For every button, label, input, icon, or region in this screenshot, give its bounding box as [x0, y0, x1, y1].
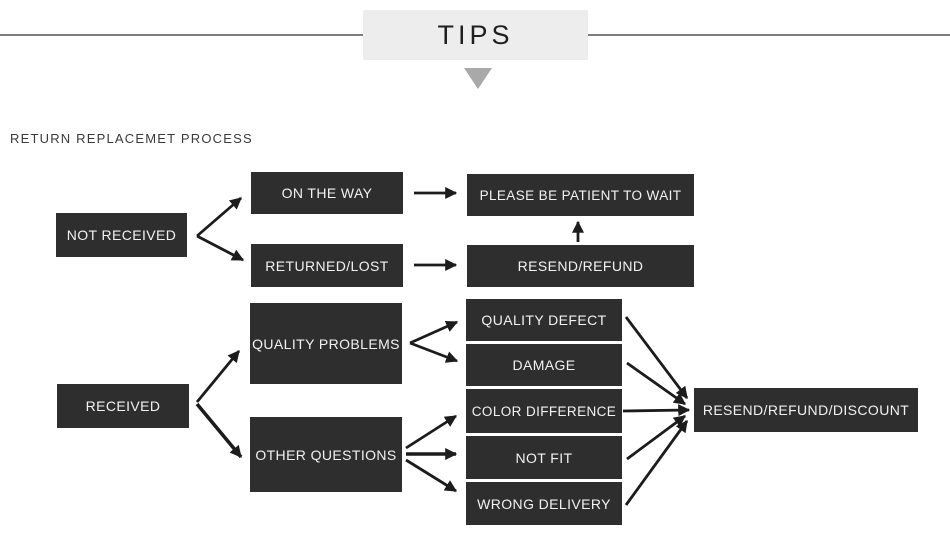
- node-on-the-way: ON THE WAY: [251, 172, 403, 214]
- arrow-not-received-to-returned-lost: [196, 234, 245, 262]
- node-quality-problems: QUALITY PROBLEMS: [250, 303, 402, 384]
- node-damage: DAMAGE: [466, 344, 622, 386]
- node-not-received: NOT RECEIVED: [56, 213, 187, 257]
- arrow-other-questions-to-wrong-delivery: [405, 458, 458, 493]
- tips-banner: TIPS: [363, 10, 588, 60]
- node-please-be-patient-to-wait: PLEASE BE PATIENT TO WAIT: [467, 174, 694, 216]
- node-wrong-delivery: WRONG DELIVERY: [466, 482, 622, 525]
- arrow-not-received-to-on-the-way: [196, 196, 242, 238]
- arrow-damage-to-final: [626, 361, 686, 406]
- arrow-not-fit-to-final: [626, 414, 686, 461]
- arrow-received-to-quality-problems: [195, 350, 241, 403]
- arrow-received-to-other-questions: [195, 402, 243, 459]
- node-returned-lost: RETURNED/LOST: [251, 244, 403, 287]
- node-quality-defect: QUALITY DEFECT: [466, 299, 622, 341]
- arrow-other-questions-to-color-difference: [405, 414, 458, 450]
- tips-banner-label: TIPS: [437, 19, 514, 50]
- arrow-quality-problems-to-damage: [409, 341, 459, 363]
- banner-pointer-triangle-icon: [464, 68, 492, 89]
- node-not-fit: NOT FIT: [466, 436, 622, 479]
- arrow-wrong-delivery-to-final: [624, 420, 689, 506]
- arrow-quality-defect-to-final: [624, 316, 689, 399]
- node-resend-refund-discount: RESEND/REFUND/DISCOUNT: [694, 388, 918, 432]
- section-title: RETURN REPLACEMET PROCESS: [10, 131, 253, 146]
- node-other-questions: OTHER QUESTIONS: [250, 417, 402, 492]
- arrow-color-difference-to-final: [622, 404, 691, 417]
- node-resend-refund: RESEND/REFUND: [467, 245, 694, 287]
- node-color-difference: COLOR DIFFERENCE: [466, 389, 622, 433]
- arrow-quality-problems-to-quality-defect: [409, 320, 459, 345]
- node-received: RECEIVED: [57, 384, 189, 428]
